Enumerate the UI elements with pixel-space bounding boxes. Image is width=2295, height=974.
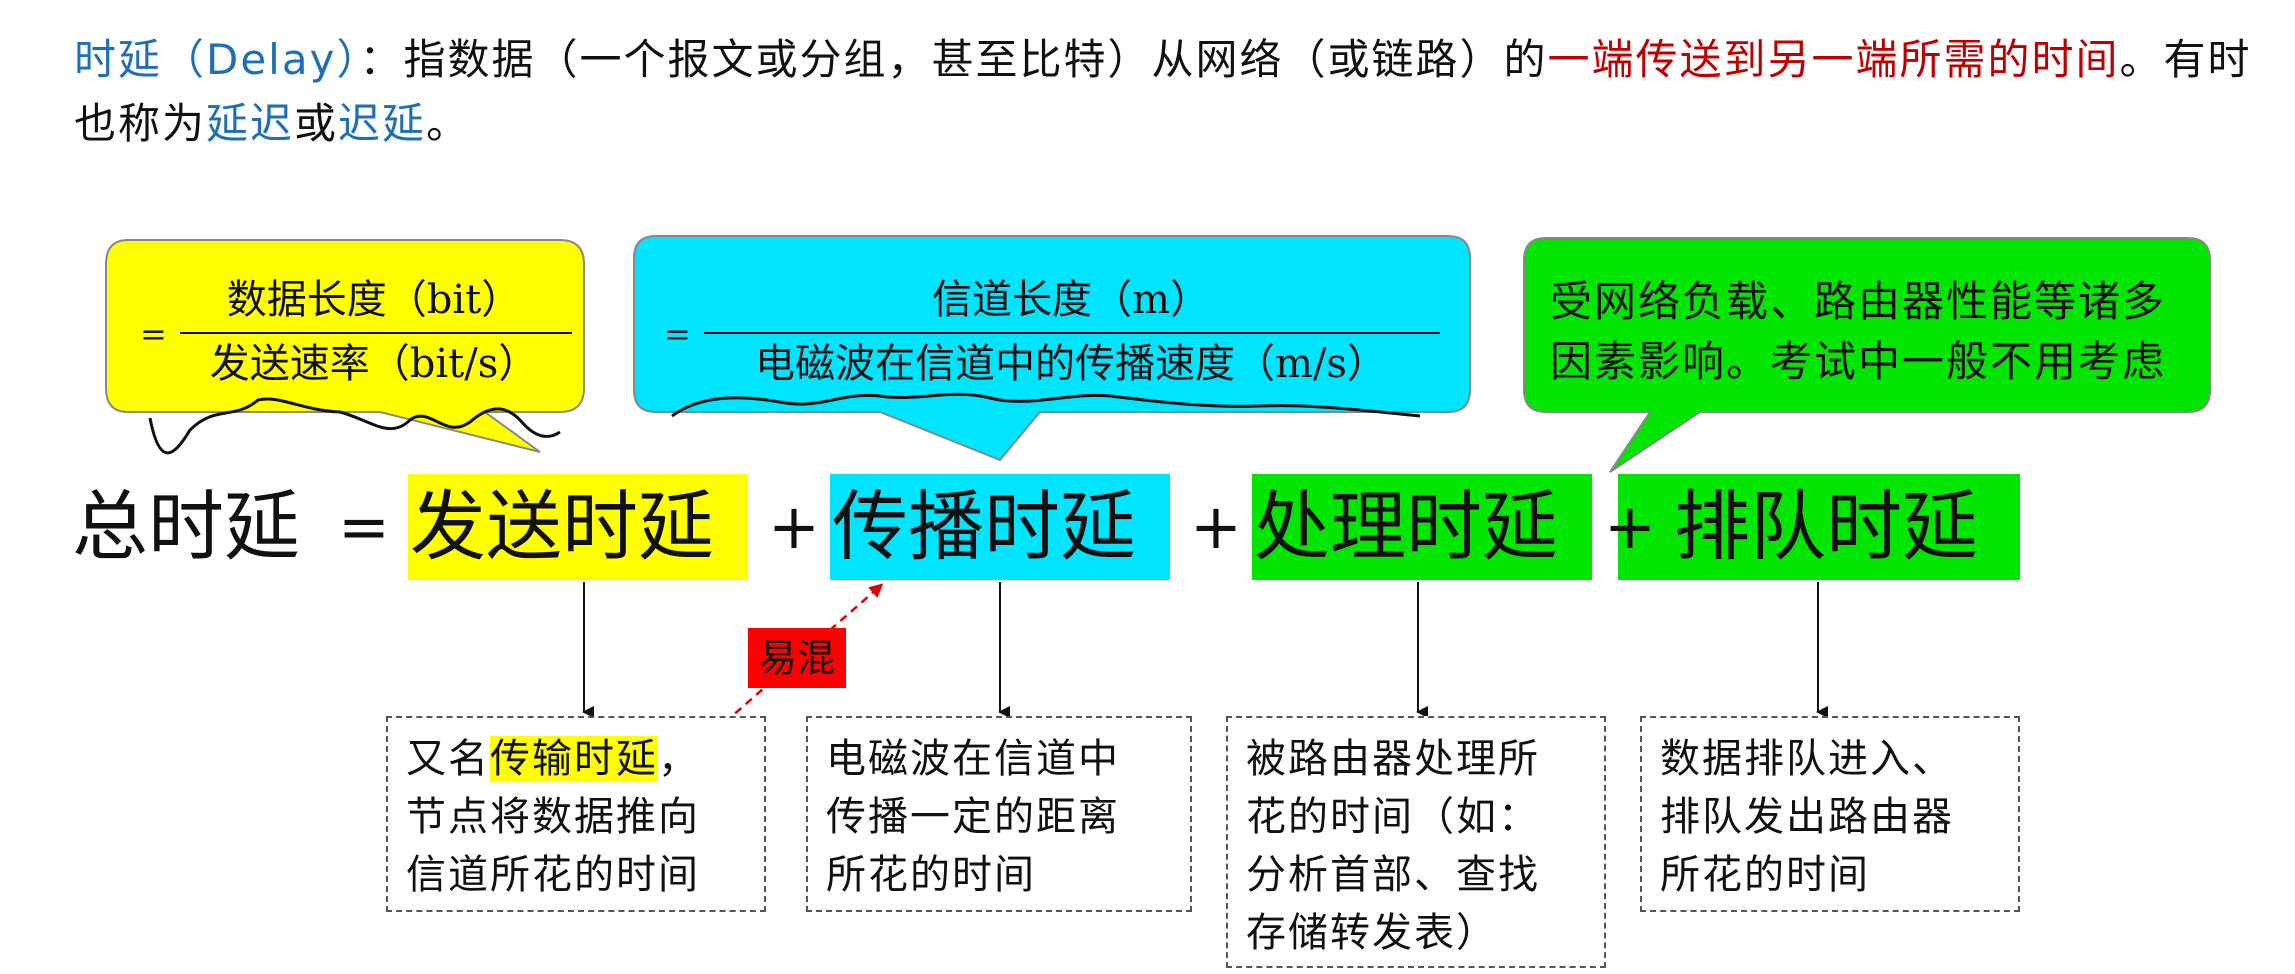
- transmission-formula: = 数据长度（bit） 发送速率（bit/s）: [140, 274, 580, 394]
- confusion-badge: 易混: [748, 628, 846, 688]
- propagation-note-line1: 电磁波在信道中: [826, 736, 1120, 782]
- queuing-note-box: 数据排队进入、 排队发出路由器 所花的时间: [1640, 716, 2020, 912]
- formula-transmission-delay: 发送时延: [410, 482, 714, 571]
- processing-queuing-note: 受网络负载、路由器性能等诸多 因素影响。考试中一般不用考虑: [1550, 272, 2200, 392]
- propagation-note-line3: 所花的时间: [826, 852, 1036, 898]
- transmission-note-line2: 节点将数据推向: [406, 794, 700, 840]
- processing-queuing-note-line1: 受网络负载、路由器性能等诸多: [1550, 277, 2167, 326]
- definition-alias2: 迟延: [338, 99, 427, 148]
- definition-part1: 指数据（一个报文或分组，甚至比特）从网络（或链路）的: [403, 35, 1548, 84]
- transmission-scribble-line: [148, 397, 561, 455]
- transmission-note-box: 又名传输时延， 节点将数据推向 信道所花的时间: [386, 716, 766, 912]
- definition-part2: 。有时也称为: [74, 35, 2252, 148]
- transmission-note-suffix: ，: [658, 736, 700, 782]
- propagation-bubble: [633, 235, 1471, 462]
- transmission-highlight: [408, 474, 748, 580]
- processing-note-line1: 被路由器处理所: [1246, 736, 1540, 782]
- transmission-note-prefix: 又名: [406, 736, 490, 782]
- processing-queuing-note-line2: 因素影响。考试中一般不用考虑: [1550, 337, 2167, 386]
- formula-propagation-delay: 传播时延: [832, 482, 1136, 571]
- propagation-highlight: [830, 474, 1170, 580]
- propagation-numerator: 信道长度（m）: [932, 277, 1210, 323]
- processing-bubble: [1523, 237, 2211, 473]
- definition-alias1: 延迟: [206, 99, 295, 148]
- definition-colon: ：: [359, 35, 404, 84]
- propagation-note-line2: 传播一定的距离: [826, 794, 1120, 840]
- transmission-denominator: 发送速率（bit/s）: [209, 341, 539, 387]
- queuing-note-line1: 数据排队进入、: [1660, 736, 1954, 782]
- definition-red-part: 一端传送到另一端所需的时间: [1547, 35, 2120, 84]
- transmission-note-highlight: 传输时延: [490, 736, 658, 782]
- queuing-note-line2: 排队发出路由器: [1660, 794, 1954, 840]
- formula-equals: =: [338, 490, 390, 563]
- transmission-fraction-bar: [180, 332, 572, 334]
- definition-term: 时延（Delay）: [74, 35, 360, 84]
- formula-total: 总时延: [72, 482, 300, 571]
- queuing-highlight: [1618, 474, 2020, 580]
- processing-highlight: [1252, 474, 1592, 580]
- propagation-scribble-line: [671, 392, 1421, 418]
- definition-end: 。: [426, 99, 471, 148]
- formula-processing-delay: 处理时延: [1254, 482, 1558, 571]
- propagation-equals: =: [664, 315, 691, 353]
- transmission-bubble: [105, 239, 585, 453]
- formula-queuing-delay: 排队时延: [1674, 482, 1978, 571]
- formula-plus-3: +: [1604, 490, 1656, 563]
- transmission-equals: =: [140, 315, 167, 353]
- propagation-note-box: 电磁波在信道中 传播一定的距离 所花的时间: [806, 716, 1192, 912]
- processing-note-line4: 存储转发表）: [1246, 910, 1498, 956]
- propagation-denominator: 电磁波在信道中的传播速度（m/s）: [755, 341, 1387, 387]
- processing-note-box: 被路由器处理所 花的时间（如： 分析首部、查找 存储转发表）: [1226, 716, 1606, 968]
- propagation-formula: = 信道长度（m） 电磁波在信道中的传播速度（m/s）: [664, 274, 1454, 394]
- transmission-numerator: 数据长度（bit）: [226, 277, 522, 323]
- propagation-fraction-bar: [704, 332, 1440, 334]
- transmission-note-line1: 又名传输时延，: [406, 730, 746, 788]
- processing-note-line2: 花的时间（如：: [1246, 794, 1540, 840]
- transmission-note-line3: 信道所花的时间: [406, 852, 700, 898]
- definition-or: 或: [294, 99, 339, 148]
- queuing-note-line3: 所花的时间: [1660, 852, 1870, 898]
- formula-plus-2: +: [1190, 490, 1242, 563]
- processing-note-line3: 分析首部、查找: [1246, 852, 1540, 898]
- definition-paragraph: 时延（Delay）：指数据（一个报文或分组，甚至比特）从网络（或链路）的一端传送…: [74, 28, 2254, 156]
- formula-plus-1: +: [768, 490, 820, 563]
